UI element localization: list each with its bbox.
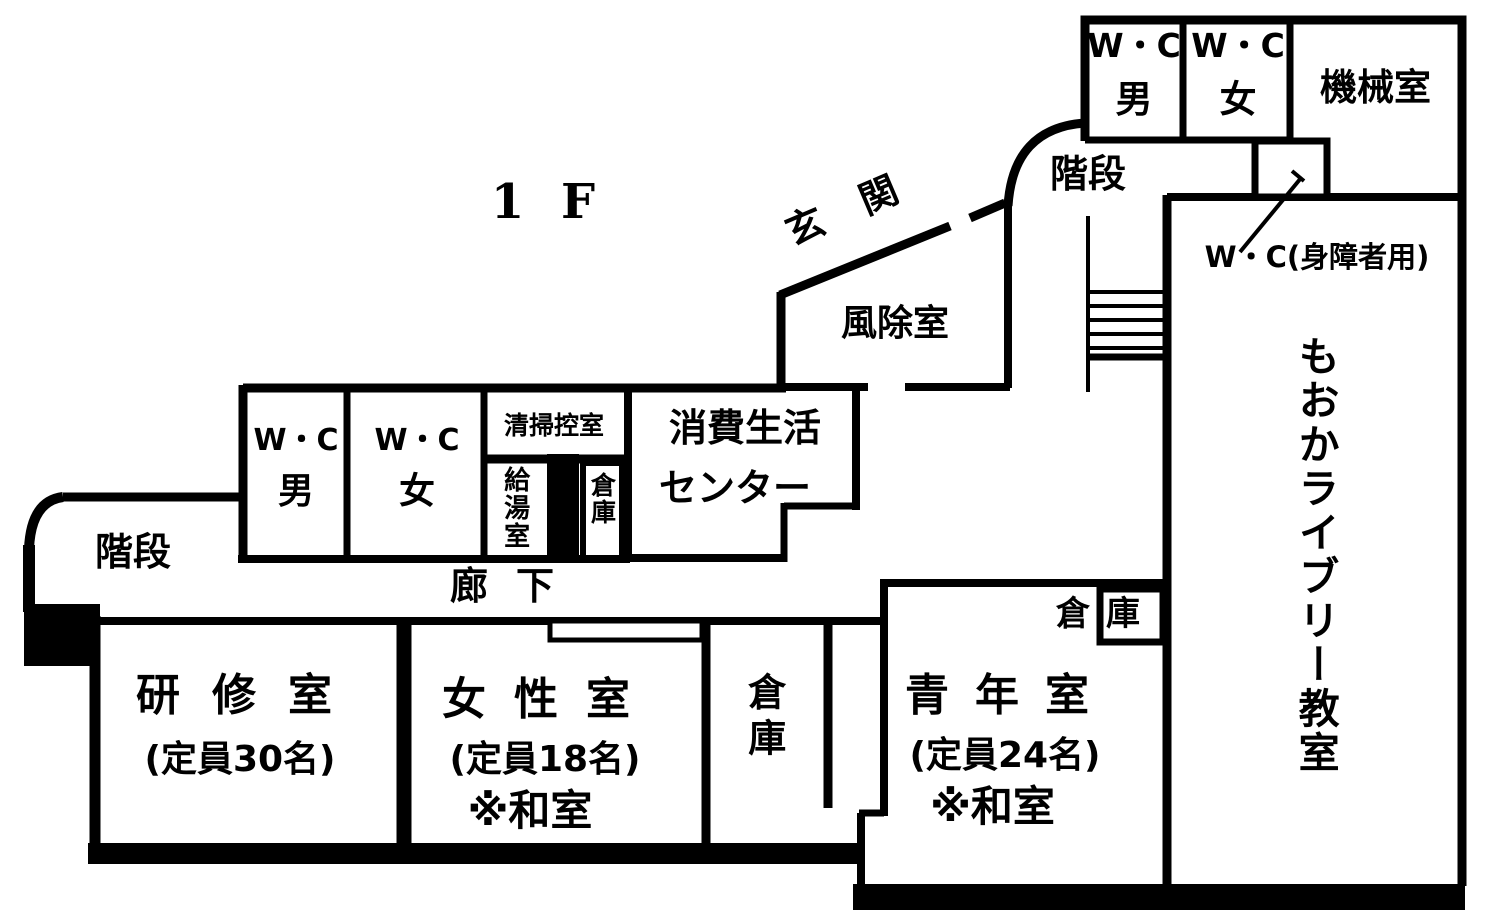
wc-female-top-gender-label: 女 [1219, 78, 1257, 121]
consumer-center-label-line1: 消費生活 [668, 406, 821, 450]
wc-female-mid-gender-label: 女 [398, 471, 435, 512]
room-outline-consumer-center [626, 386, 860, 562]
wc-female-mid-wc-label: W・C [374, 423, 460, 458]
womens-room-washitsu-note: ※和室 [467, 786, 593, 835]
room-outline-storage-youth [1096, 585, 1167, 646]
storage-youth-label: 倉庫 [1056, 594, 1156, 634]
consumer-center-label-line2: センター [658, 466, 811, 510]
bottom-wall-band-left [88, 843, 860, 864]
wc-male-mid-gender-label: 男 [277, 471, 314, 512]
windbreak-room-label: 風除室 [840, 303, 949, 344]
corridor-label: 廊下 [449, 564, 582, 608]
youth-room-washitsu-note: ※和室 [930, 782, 1055, 831]
storage-narrow-label: 倉庫 [587, 472, 617, 526]
wc-accessible-label: W・C(身障者用) [1204, 240, 1430, 274]
womens-room-label: 女性室 [442, 674, 658, 725]
accessible-wc-pointer-line [1238, 169, 1306, 254]
cleaning-room-label: 清掃控室 [503, 411, 604, 440]
machine-room-label: 機械室 [1320, 66, 1431, 109]
wc-male-top-wc-label: W・C [1087, 26, 1181, 65]
small-room-boxes [547, 137, 1331, 646]
stairs-top-label: 階段 [1049, 152, 1126, 196]
training-room-capacity: (定員30名) [144, 739, 336, 780]
bottom-wall-band-right [853, 884, 1465, 910]
floor-title: 1 F [490, 174, 606, 230]
library-classroom-label: もおかライブリー教室 [1291, 335, 1340, 775]
thick-wall-fills [24, 454, 1465, 910]
room-outline-storage-narrow [580, 460, 625, 561]
interior-walls [91, 20, 1462, 888]
youth-room-label: 青年室 [905, 670, 1115, 721]
training-room-label: 研修室 [136, 670, 364, 721]
outer-walls [23, 15, 1467, 886]
stairs-top-hatching [1086, 216, 1164, 392]
wc-male-top-gender-label: 男 [1115, 78, 1153, 121]
womens-room-alcove [547, 618, 705, 643]
wc-male-mid-wc-label: W・C [253, 423, 339, 458]
room-outline-youth [857, 579, 1167, 888]
wc-female-top-wc-label: W・C [1191, 26, 1285, 65]
womens-room-capacity: (定員18名) [449, 739, 641, 780]
storage-mid-label: 倉庫 [741, 672, 786, 764]
corner-fill-stairs-left [24, 604, 100, 666]
stairs-left-label: 階段 [94, 530, 171, 574]
youth-room-capacity: (定員24名) [909, 735, 1101, 776]
wall-stem-cleaning-block [547, 454, 579, 562]
hot-water-room-label: 給湯室 [499, 466, 530, 550]
